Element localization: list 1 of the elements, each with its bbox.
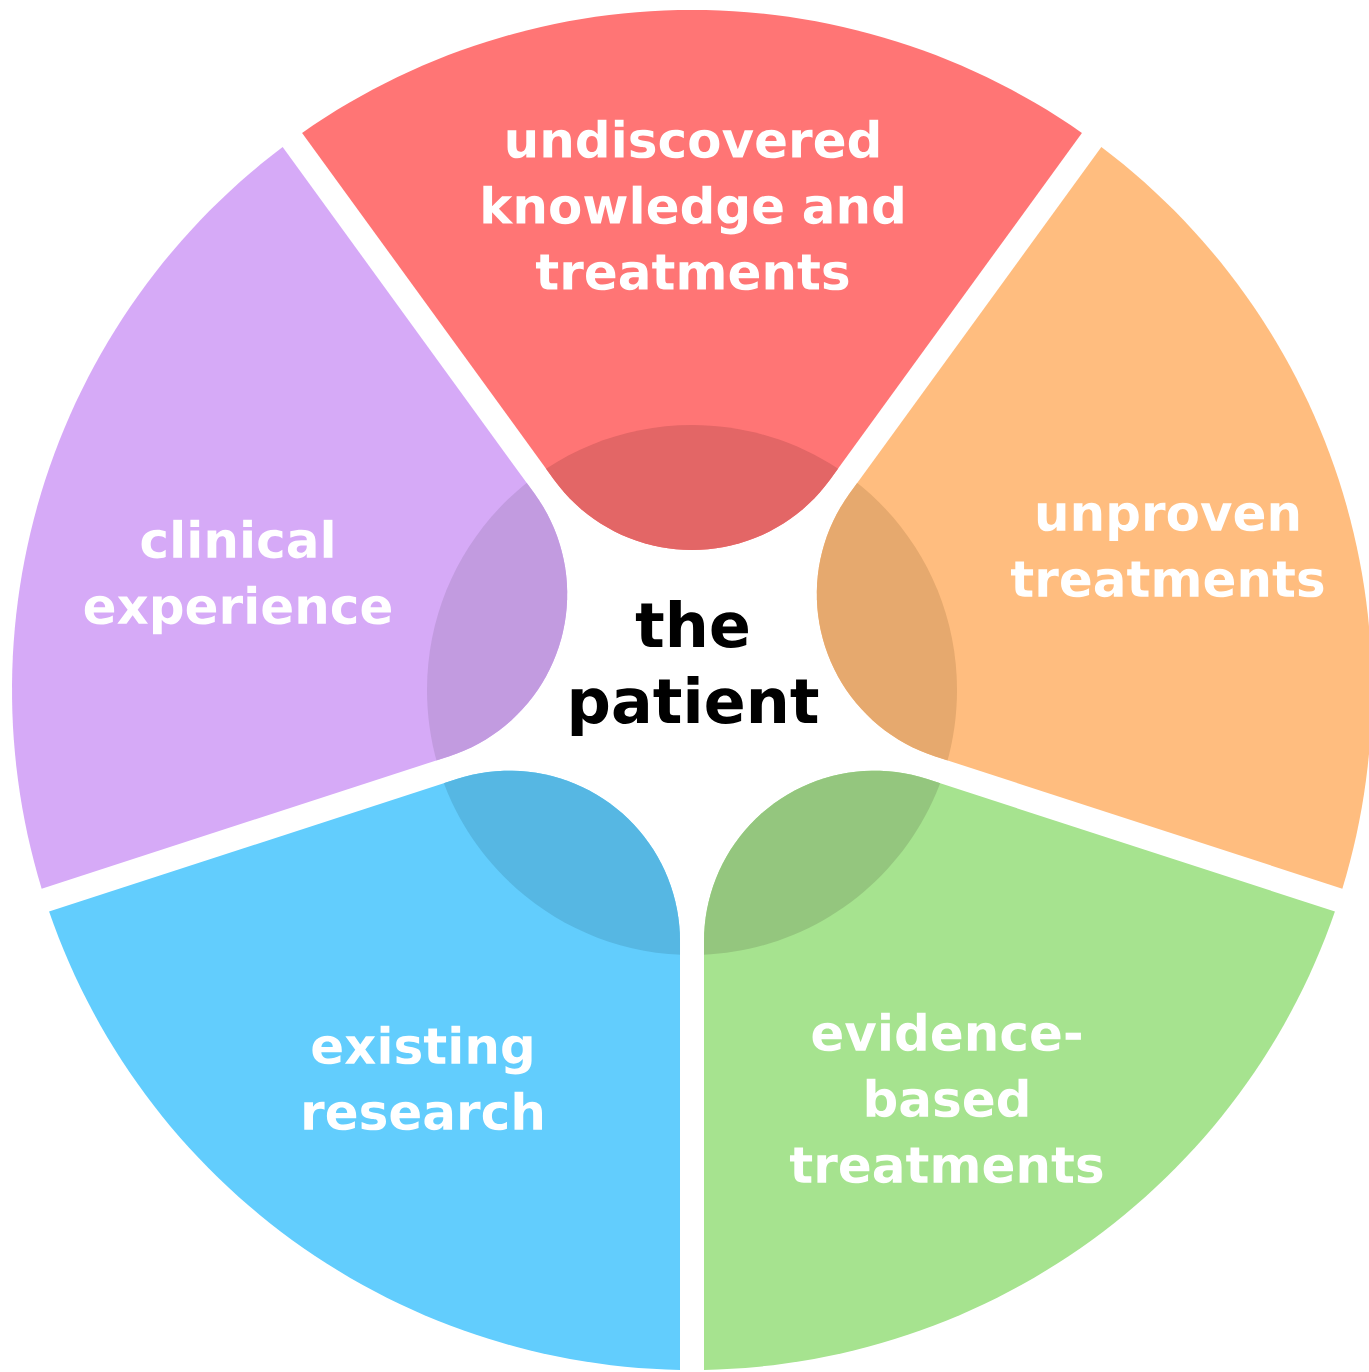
center-label: the patient	[571, 600, 819, 736]
